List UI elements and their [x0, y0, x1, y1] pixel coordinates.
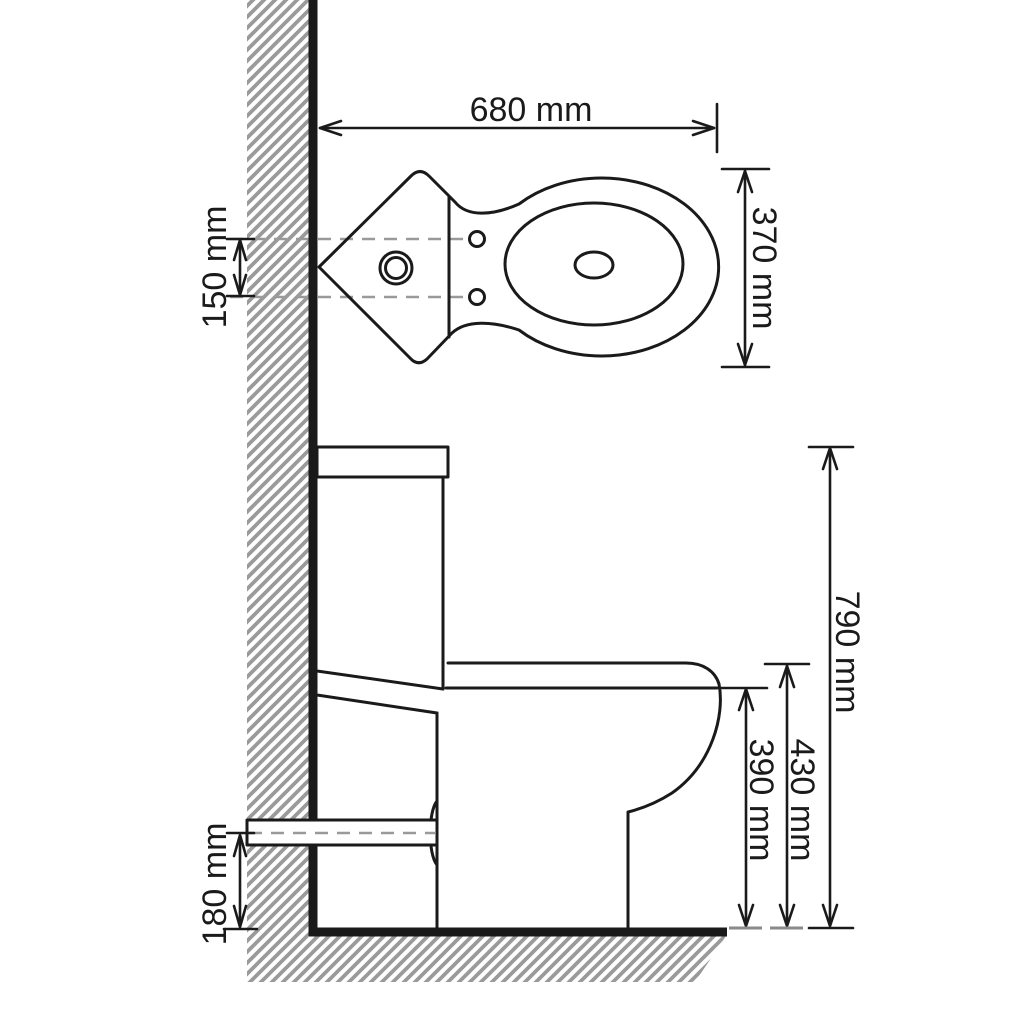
cistern-lid — [315, 445, 450, 479]
dimension-label-370: 370 mm — [745, 207, 783, 330]
flush-button-inner — [384, 256, 408, 280]
wall-hatch — [247, 0, 309, 982]
bowl-rim — [503, 201, 685, 327]
dimension-rim-height: 390 mm — [719, 686, 780, 930]
arrowhead-right — [691, 119, 716, 137]
dimension-label-390: 390 mm — [742, 739, 780, 862]
drain-hole — [573, 250, 615, 280]
dimension-hinge-spacing: 150 mm — [196, 206, 256, 329]
dimension-label-150: 150 mm — [196, 206, 234, 329]
dimension-inlet-height: 180 mm — [196, 823, 259, 946]
dimension-label-680: 680 mm — [470, 91, 593, 129]
floor-hatch — [309, 936, 726, 982]
arrowhead-bottom — [778, 903, 796, 928]
arrowhead-top — [778, 664, 796, 689]
arrowhead-bottom — [736, 342, 754, 367]
dimension-overall-height: 790 mm — [807, 445, 866, 930]
supply-pipe-outline — [245, 818, 439, 847]
arrowhead-left — [318, 119, 343, 137]
arrowhead-top — [232, 833, 248, 858]
dimension-label-790: 790 mm — [828, 591, 866, 714]
arrowhead-bottom — [232, 904, 248, 929]
dimensions: 680 mm 370 mm 150 mm 790 mm — [196, 91, 866, 945]
seat-hinge-hole-upper — [468, 230, 486, 248]
dimension-overall-width: 680 mm — [318, 91, 719, 154]
arrowhead-bottom — [232, 273, 248, 297]
dimension-seat-height: 430 mm — [763, 662, 821, 930]
arrowhead-top — [736, 169, 754, 194]
bowl-back-slope — [315, 693, 439, 715]
top-view — [317, 170, 721, 365]
seat-back-slope — [315, 669, 445, 691]
dimension-overall-depth: 370 mm — [720, 167, 783, 369]
dimension-label-430: 430 mm — [783, 739, 821, 862]
arrowhead-top — [821, 446, 839, 471]
side-view — [245, 445, 722, 929]
arrowhead-bottom — [821, 903, 839, 928]
bowl-front-curve — [626, 682, 722, 929]
flush-button-outer — [378, 250, 414, 286]
arrowhead-bottom — [737, 903, 755, 928]
extension-ticks — [720, 167, 771, 369]
dimension-label-180: 180 mm — [196, 823, 234, 946]
toilet-outer-contour — [317, 170, 721, 365]
seat-top-line — [446, 661, 721, 686]
arrowhead-top — [737, 687, 755, 712]
seat-hinge-hole-lower — [468, 288, 486, 306]
arrowhead-top — [232, 238, 248, 262]
